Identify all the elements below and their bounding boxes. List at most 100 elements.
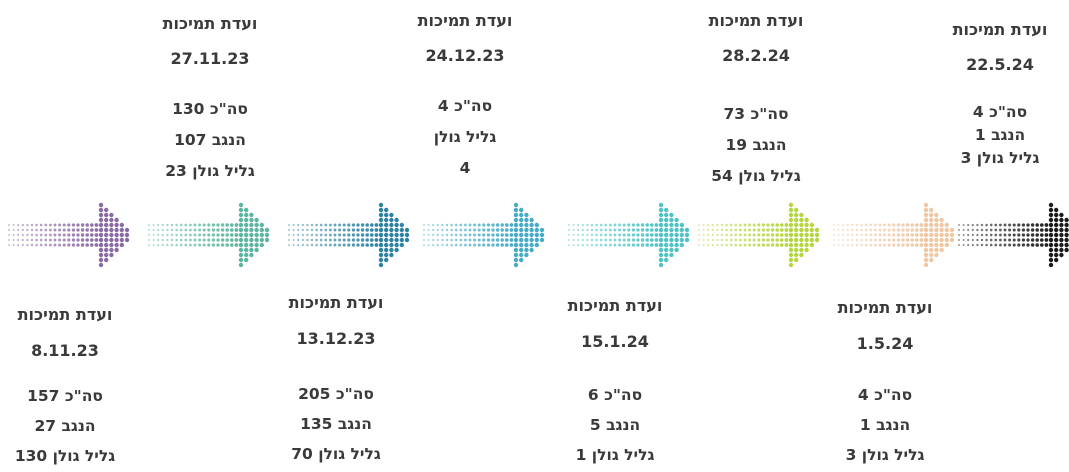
arrow-dot (40, 244, 43, 247)
arrow-head-dot (799, 248, 803, 252)
arrow-dot (95, 238, 99, 242)
arrow-head-dot (104, 233, 108, 237)
arrow-dot (482, 238, 485, 241)
arrow-head-dot (540, 228, 544, 232)
arrow-dot (148, 234, 150, 236)
arrow-dot (762, 238, 765, 241)
arrow-dot (999, 229, 1002, 232)
arrow-head-dot (669, 248, 673, 252)
arrow-dot (423, 239, 425, 241)
arrow-head-dot (685, 238, 689, 242)
arrow-dot (162, 224, 164, 226)
arrow-dot (207, 223, 210, 226)
arrow-dot (856, 229, 858, 231)
arrow-head-dot (249, 218, 253, 222)
arrow-dot (370, 228, 374, 232)
arrow-head-dot (659, 238, 663, 242)
arrow-head-dot (1054, 258, 1058, 262)
arrow-dot (95, 228, 99, 232)
arrow-dot (491, 223, 494, 226)
arrow-head-dot (540, 233, 544, 237)
arrow-dot (595, 244, 598, 247)
arrow-dot (910, 228, 914, 232)
arrow-dot (95, 233, 99, 237)
arrow-dot (496, 233, 499, 236)
arrow-head-dot (659, 218, 663, 222)
arrow-dot (967, 229, 969, 231)
arrow-head-dot (924, 243, 928, 247)
arrow-dot (851, 229, 853, 231)
arrow-head-dot (114, 218, 118, 222)
negev-count: הנגב 135 (266, 409, 406, 439)
arrow-head-dot (1049, 243, 1053, 247)
arrow-dot (356, 223, 359, 226)
arrow-dot (972, 234, 974, 236)
arrow-dot (600, 229, 603, 232)
arrow-dot (730, 224, 733, 227)
arrow-dot (981, 229, 983, 231)
arrow-head-dot (1064, 248, 1068, 252)
arrow-dot (67, 233, 70, 236)
arrow-dot (352, 223, 355, 226)
arrow-head-dot (924, 258, 928, 262)
arrow-head-dot (929, 218, 933, 222)
arrow-dot (1017, 223, 1020, 226)
arrow-dot (632, 228, 635, 231)
arrow-head-dot (254, 243, 258, 247)
arrow-dot (734, 244, 737, 247)
arrow-head-dot (929, 208, 933, 212)
arrow-dot (994, 234, 997, 237)
arrow-head-dot (109, 253, 113, 257)
arrow-head-dot (1059, 238, 1063, 242)
arrow-dot (716, 224, 718, 226)
arrow-dot (865, 244, 868, 247)
arrow-dot (888, 228, 891, 231)
arrow-dot (194, 224, 197, 227)
arrow-dot (478, 228, 481, 231)
arrow-dot (865, 239, 868, 242)
arrow-dot (716, 239, 718, 241)
arrow-dot (437, 244, 439, 246)
arrow-dot (352, 238, 355, 241)
arrow-dot (306, 234, 308, 236)
arrow-dot (450, 244, 453, 247)
arrow-dot (915, 233, 919, 237)
arrow-dot (166, 234, 168, 236)
arrow-dot (148, 229, 150, 231)
total-count: סה"כ 73 (686, 99, 826, 130)
arrow-dot (920, 223, 924, 227)
arrow-dot (375, 243, 379, 247)
arrow-head-dot (929, 213, 933, 217)
arrow-head-dot (810, 223, 814, 227)
arrow-dot (40, 229, 43, 232)
arrow-dot (90, 223, 94, 227)
arrow-head-dot (265, 238, 269, 242)
arrow-dot (865, 229, 868, 232)
arrow-dot (157, 244, 159, 246)
arrow-head-dot (405, 228, 409, 232)
arrow-dot (990, 234, 993, 237)
arrow-head-dot (939, 248, 943, 252)
arrow-head-dot (789, 208, 793, 212)
arrow-dot (432, 234, 434, 236)
arrow-dot (1035, 228, 1039, 232)
arrow-dot (771, 238, 774, 241)
arrow-dot (58, 229, 61, 232)
arrow-dot (81, 228, 84, 231)
arrow-dot (972, 244, 974, 246)
arrow-head-dot (1059, 243, 1063, 247)
total-count: סה"כ 157 (0, 381, 135, 411)
arrow-dot (645, 243, 649, 247)
arrow-dot (614, 244, 617, 247)
arrow-dot (604, 239, 607, 242)
arrow-dot (999, 224, 1002, 227)
arrow-head-dot (794, 208, 798, 212)
arrow-head-dot (125, 238, 129, 242)
arrow-head-dot (945, 238, 949, 242)
arrow-dot (1022, 243, 1025, 246)
arrow-dot (963, 244, 965, 246)
arrow-head-dot (664, 228, 668, 232)
arrow-dot (31, 239, 33, 241)
arrow-dot (441, 234, 443, 236)
arrow-dot (212, 233, 215, 236)
